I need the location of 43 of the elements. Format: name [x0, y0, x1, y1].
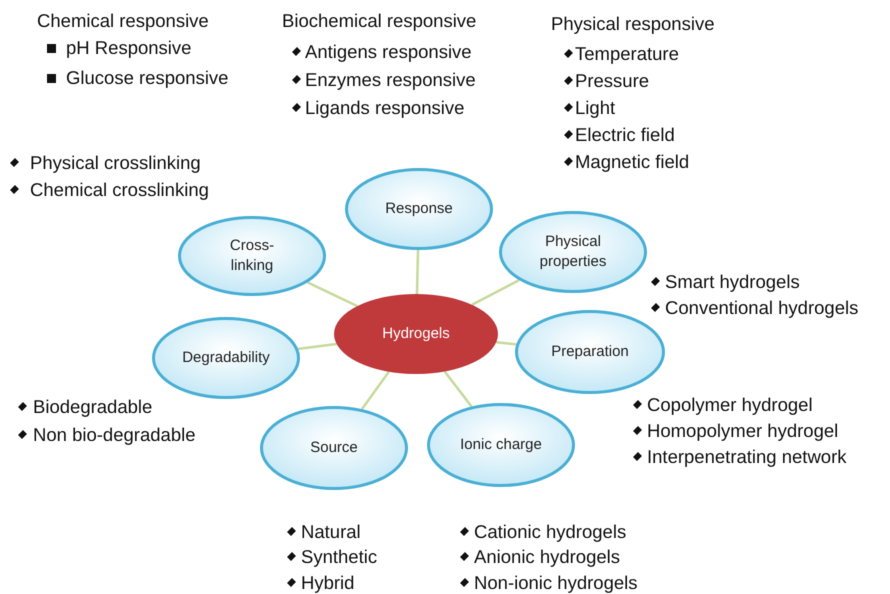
list-item: Natural: [301, 521, 361, 543]
connector-line: [496, 341, 516, 346]
list-item: Light: [575, 97, 616, 119]
connector-line: [471, 279, 520, 306]
list-item: Physical crosslinking: [30, 152, 201, 174]
node-label: Preparation: [551, 342, 629, 362]
list-item: Enzymes responsive: [305, 69, 476, 91]
node-label: Physical properties: [538, 232, 608, 272]
list-item: Copolymer hydrogel: [647, 394, 813, 416]
list-item: Antigens responsive: [305, 41, 472, 63]
list-item: Smart hydrogels: [665, 271, 800, 293]
list-item: Temperature: [575, 43, 679, 65]
node-label: Response: [385, 198, 453, 219]
list-item: pH Responsive: [66, 37, 192, 59]
node-label: Hydrogels: [382, 324, 450, 344]
list-item: Magnetic field: [575, 151, 690, 173]
node-label: Cross-linking: [228, 236, 276, 276]
list-item: Ligands responsive: [305, 97, 464, 119]
list-item: Hybrid: [301, 572, 354, 594]
list-item: Synthetic: [301, 546, 378, 568]
connector-line: [360, 371, 390, 410]
node-label: Source: [310, 438, 358, 458]
list-heading: Chemical responsive: [37, 10, 209, 32]
list-item: Conventional hydrogels: [665, 297, 858, 319]
list-item: Homopolymer hydrogel: [647, 420, 838, 442]
list-item: Cationic hydrogels: [474, 521, 626, 543]
list-item: Biodegradable: [33, 396, 152, 418]
connector-line: [298, 342, 337, 350]
node-label: Degradability: [182, 348, 270, 368]
list-heading: Biochemical responsive: [282, 10, 476, 32]
list-item: Pressure: [575, 70, 650, 92]
list-item: Anionic hydrogels: [474, 546, 620, 568]
list-item: Chemical crosslinking: [30, 179, 209, 201]
node-label: Ionic charge: [460, 434, 542, 455]
list-item: Interpenetrating network: [647, 446, 847, 468]
list-item: Glucose responsive: [66, 67, 228, 89]
list-item: Electric field: [575, 124, 675, 146]
connector-line: [307, 281, 358, 308]
connector-line: [416, 250, 420, 294]
list-item: Non-ionic hydrogels: [474, 572, 638, 594]
connector-line: [444, 370, 472, 408]
list-item: Non bio-degradable: [33, 424, 196, 446]
list-heading: Physical responsive: [551, 13, 714, 35]
